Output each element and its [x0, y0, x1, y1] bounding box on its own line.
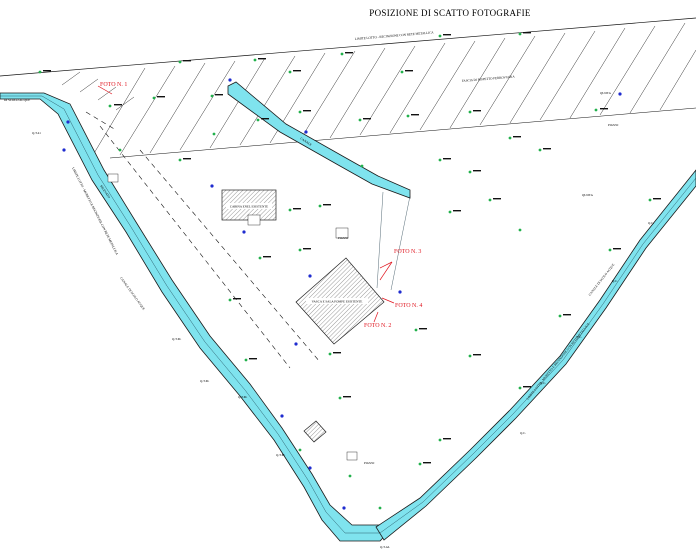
- cabina-label: CABINA ENEL ESISTENTE: [230, 205, 268, 209]
- photo-1-marker: FOTO N. 1: [97, 82, 127, 95]
- canal-right: [375, 169, 696, 541]
- photo-4-label: FOTO N. 4: [395, 303, 422, 309]
- small-box-2: [335, 227, 349, 239]
- rail-band-line: [109, 107, 696, 159]
- vasca-label: VASCA E SALA POMPE ESISTENTE: [312, 300, 363, 304]
- qc-label-5: Q.C.: [520, 431, 526, 435]
- small-structure: [303, 420, 327, 443]
- photo-4-marker: FOTO N. 4: [381, 297, 422, 309]
- quota-label-1: QUOTA: [600, 91, 612, 95]
- qc-label-2: Q.C.: [576, 335, 582, 339]
- small-box-1: [247, 214, 261, 226]
- survey-points: [38, 32, 652, 510]
- canal-left-centerline: [0, 95, 388, 534]
- photo-3-marker: FOTO N. 3: [379, 249, 421, 281]
- canal-right-centerline: [379, 177, 696, 534]
- pozzo-label-3: POZZO: [364, 461, 375, 465]
- photo-2-label: FOTO N. 2: [364, 323, 391, 329]
- top-boundary-line: [0, 17, 696, 77]
- qtn-label-4: Q.T.M.: [276, 453, 285, 457]
- ql-label: Q.T.41: [32, 131, 41, 135]
- photo-1-label: FOTO N. 1: [100, 82, 127, 88]
- qc-label-1: Q.C.: [540, 381, 546, 385]
- cabina-label-bg: [226, 203, 272, 209]
- qtal-label: Q.T.AL: [380, 545, 390, 549]
- qtn-label-2: Q.T.M.: [200, 379, 209, 383]
- quota-label-2: QUOTA: [582, 193, 594, 197]
- qtn-label-3: Q.T.M.: [238, 395, 247, 399]
- qtn-label-1: Q.T.M.: [172, 337, 181, 341]
- pozzo-label-1: POZZO: [608, 123, 619, 127]
- top-boundary-label: LIMITE LOTTO - RECINZIONE CON RETE METAL…: [355, 30, 435, 41]
- qc-label-3: Q.C.: [612, 279, 618, 283]
- bottom-boundary-label: LIMITE LOTTO - MURETTO E RECINZIONE CON …: [526, 321, 591, 400]
- dashed-driveway: [85, 111, 321, 369]
- small-box-4: [346, 451, 358, 461]
- canal-connector: [376, 191, 411, 291]
- canal-upper-label: CANALE: [299, 136, 312, 146]
- vasca-label-bg: [306, 298, 368, 304]
- small-box-3: [107, 173, 119, 183]
- upper-left-hatch: [61, 71, 135, 111]
- canale-left-label: CANALE DI SCOLO ACQUE: [119, 276, 146, 311]
- canal-upper: [227, 81, 411, 199]
- map-title: POSIZIONE DI SCATTO FOTOGRAFIE: [369, 8, 531, 18]
- qc-label-4: Q.C.: [648, 221, 654, 225]
- photo-2-marker: FOTO N. 2: [364, 311, 391, 329]
- survey-value-marks: [43, 32, 661, 464]
- rail-band-label: FASCIA DI RISPETTO FERROVIARIA: [462, 75, 516, 83]
- pozzo-label-2: POZZO: [338, 236, 349, 240]
- photo-3-label: FOTO N. 3: [394, 249, 421, 255]
- scolo-label: DI SCOLO ACQUE: [4, 98, 30, 102]
